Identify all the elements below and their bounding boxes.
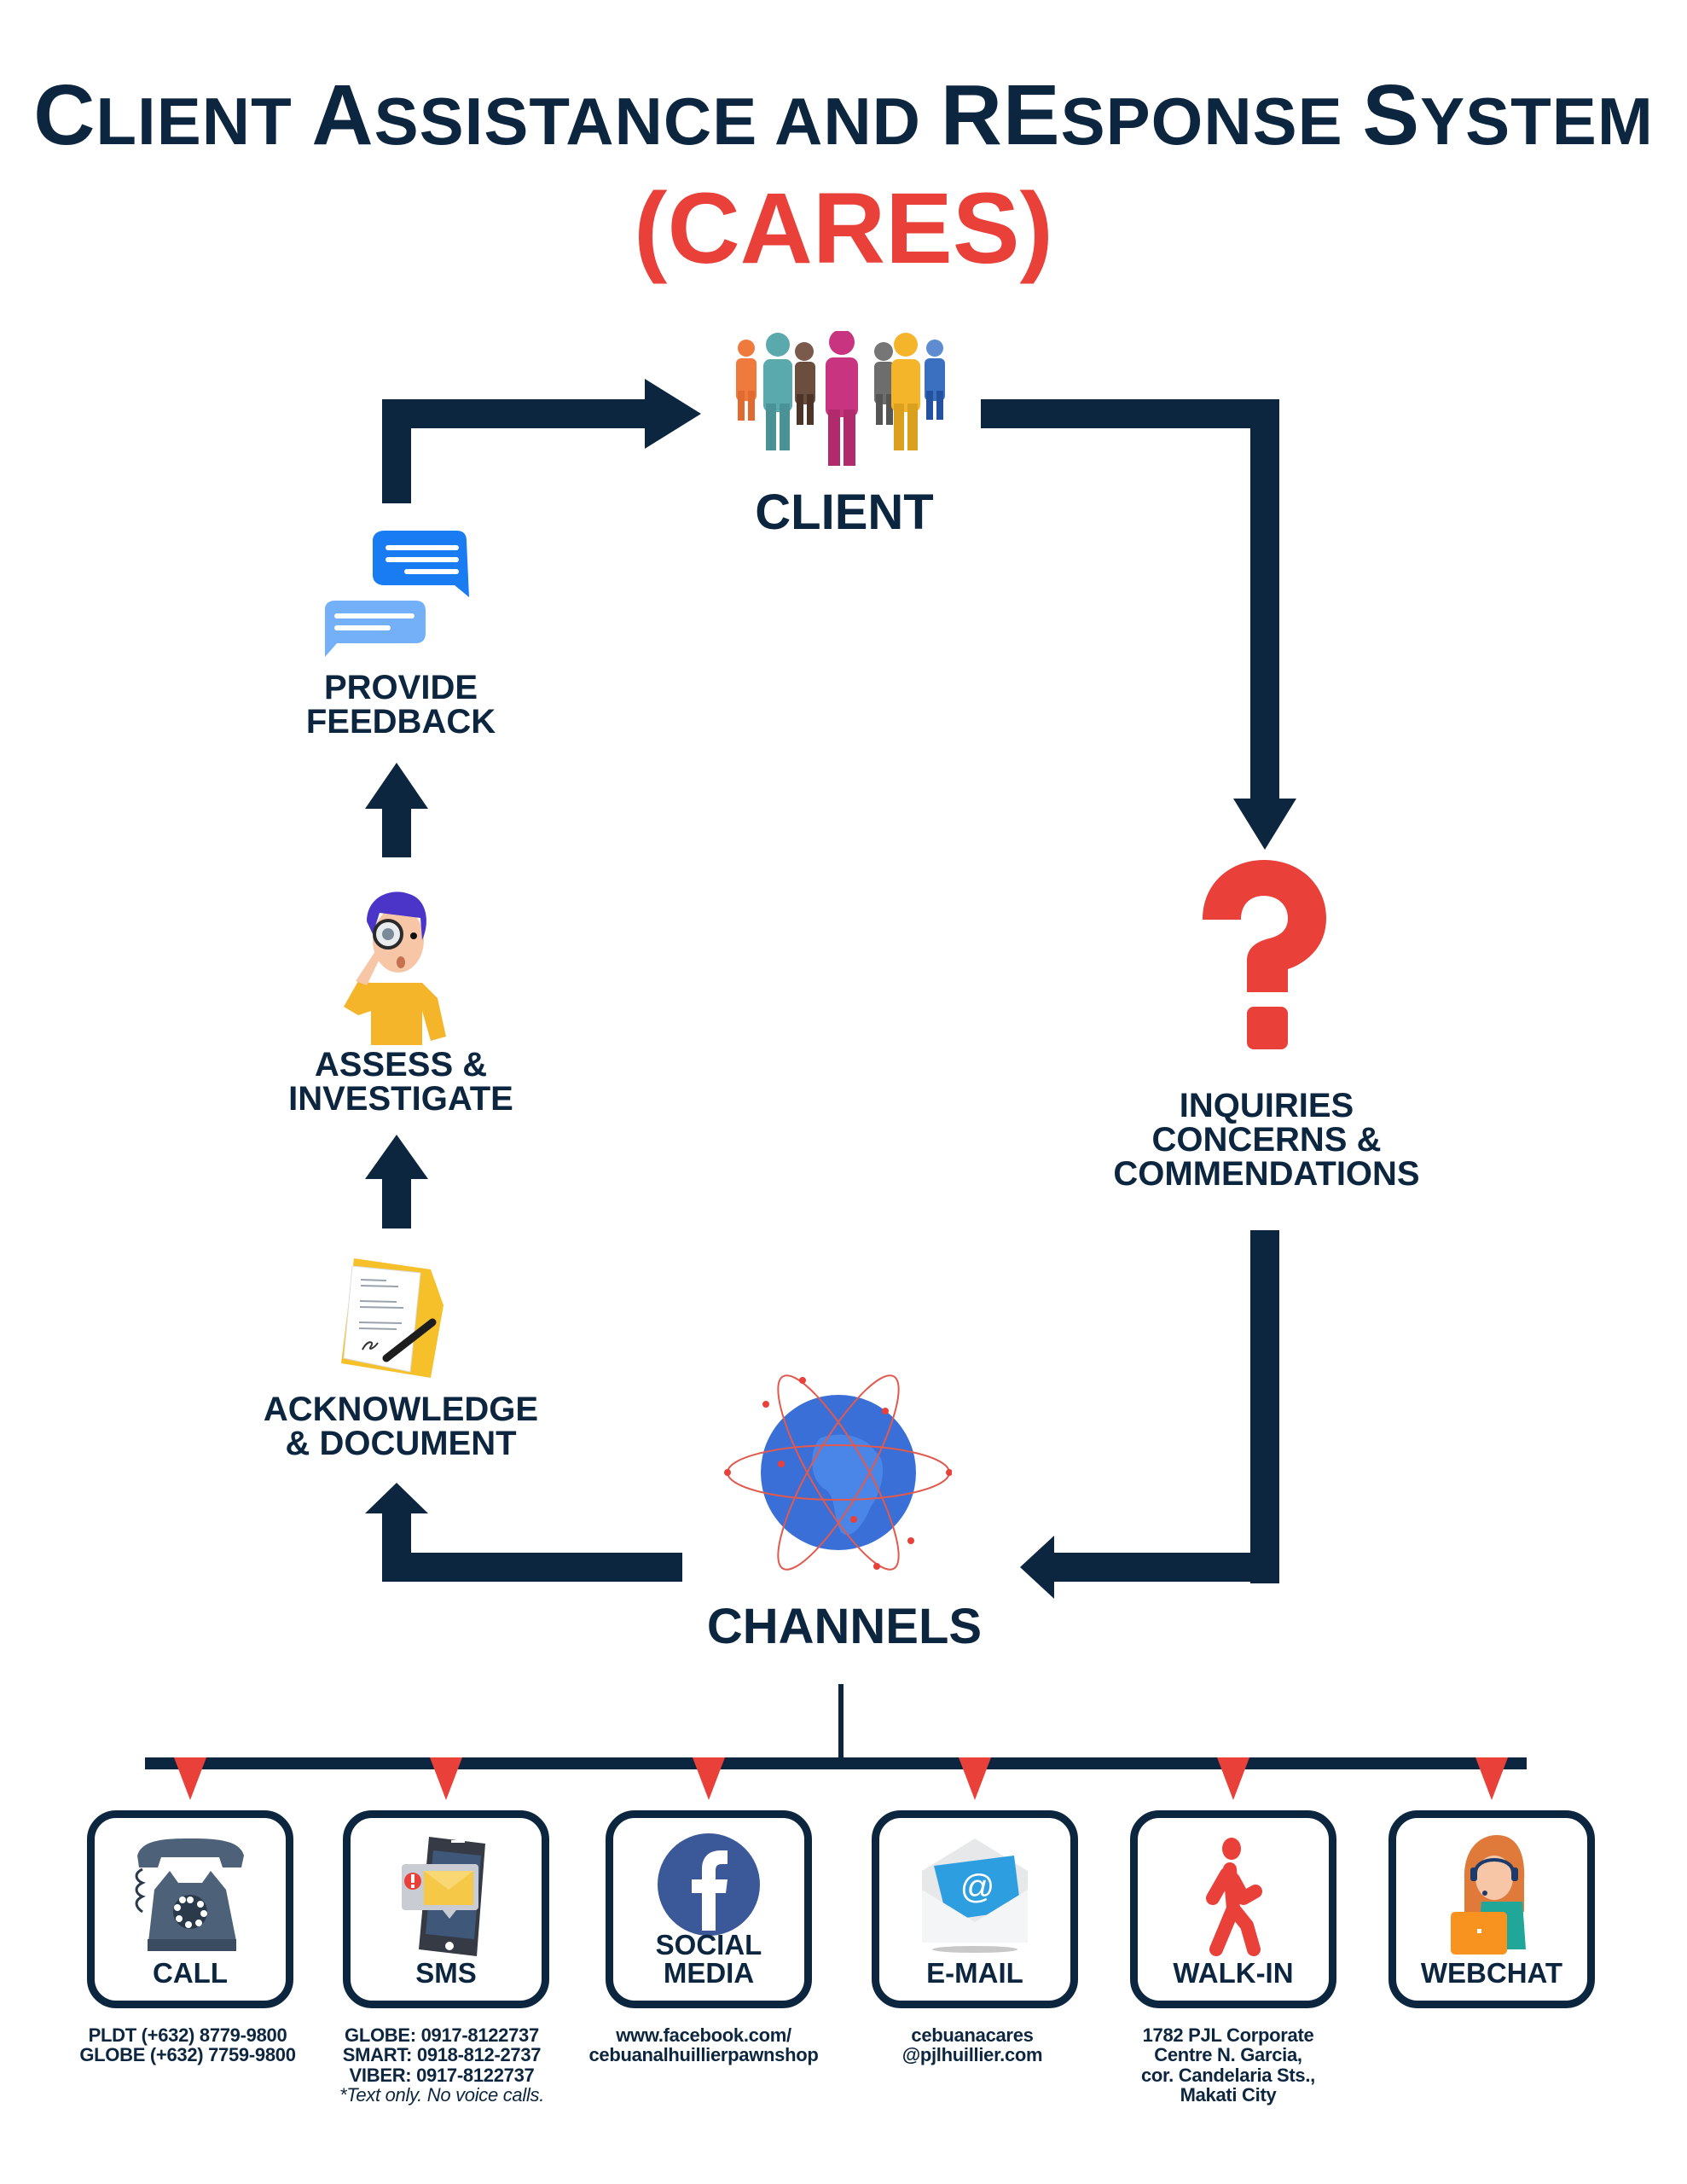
channel-pointer-triangle bbox=[430, 1757, 462, 1800]
arrow-inquiries-to-channels-horizontal bbox=[1051, 1553, 1279, 1582]
acknowledge-label: ACKNOWLEDGE & DOCUMENT bbox=[230, 1392, 571, 1461]
info-line: SMART: 0918-812-2737 bbox=[342, 2044, 542, 2066]
inquiries-label-line: INQUIRIES bbox=[1179, 1087, 1354, 1124]
inquiries-label: INQUIRIES CONCERNS & COMMENDATIONS bbox=[1075, 1089, 1458, 1191]
info-note: *Text only. No voice calls. bbox=[339, 2083, 545, 2106]
channel-card-walk-in[interactable]: WALK-IN bbox=[1130, 1810, 1336, 2008]
channel-label: E-MAIL bbox=[926, 1957, 1023, 1989]
channel-label: CALL bbox=[153, 1957, 228, 1989]
arrow-channels-to-acknowledge-vertical bbox=[382, 1510, 411, 1582]
email-link[interactable]: @pjlhuillier.com bbox=[901, 2044, 1043, 2066]
info-line: GLOBE: 0917-8122737 bbox=[345, 2024, 539, 2046]
channels-connector bbox=[145, 1684, 1527, 1800]
arrow-client-to-inquiries-vertical bbox=[1250, 399, 1279, 800]
chat-bubbles-icon bbox=[325, 531, 469, 657]
assess-label-line: INVESTIGATE bbox=[288, 1080, 513, 1118]
arrow-client-to-inquiries-head bbox=[1233, 799, 1296, 850]
channel-info-call: PLDT (+632) 8779-9800 GLOBE (+632) 7759-… bbox=[51, 2025, 324, 2065]
acknowledge-label-line: ACKNOWLEDGE bbox=[263, 1391, 539, 1428]
info-line: Makati City bbox=[1180, 2083, 1277, 2106]
title-word: CLIENT bbox=[33, 67, 312, 163]
channel-card-email[interactable]: @ E-MAIL bbox=[872, 1810, 1078, 2008]
inquiries-label-line: COMMENDATIONS bbox=[1113, 1155, 1420, 1193]
arrow-inquiries-to-channels-vertical bbox=[1250, 1230, 1279, 1583]
svg-text:@: @ bbox=[960, 1868, 995, 1906]
info-line: VIBER: 0917-8122737 bbox=[349, 2064, 535, 2086]
arrow-acknowledge-to-assess-shaft bbox=[382, 1177, 411, 1228]
channel-pointer-triangle bbox=[1217, 1757, 1249, 1800]
arrow-channels-to-acknowledge-horizontal bbox=[382, 1553, 682, 1582]
info-line: 1782 PJL Corporate bbox=[1142, 2024, 1314, 2046]
channel-pointer-triangle bbox=[693, 1757, 725, 1800]
page-title: CLIENT ASSISTANCE AND RESPONSE SYSTEM bbox=[0, 67, 1687, 165]
channels-label: CHANNELS bbox=[706, 1599, 983, 1654]
connector-bar bbox=[145, 1757, 1527, 1769]
channel-label: WALK-IN bbox=[1173, 1957, 1294, 1989]
info-line: Centre N. Garcia, bbox=[1154, 2044, 1302, 2066]
feedback-label-line: FEEDBACK bbox=[305, 703, 496, 741]
arrow-client-to-inquiries-horizontal bbox=[981, 399, 1279, 428]
magnifier-person-icon bbox=[344, 892, 446, 1045]
info-line: cor. Candelaria Sts., bbox=[1140, 2064, 1315, 2086]
smartphone-message-icon bbox=[351, 1830, 542, 1958]
channel-card-sms[interactable]: SMS bbox=[343, 1810, 549, 2008]
arrow-assess-to-feedback-head bbox=[365, 763, 428, 809]
walking-person-icon bbox=[1138, 1830, 1329, 1958]
people-group-icon bbox=[736, 331, 945, 466]
title-word: SYSTEM bbox=[1362, 67, 1654, 163]
assess-label-line: ASSESS & bbox=[314, 1046, 488, 1083]
channel-pointer-triangle bbox=[1475, 1757, 1508, 1800]
page-subtitle-acronym: (CARES) bbox=[634, 172, 1053, 285]
channel-card-call[interactable]: CALL bbox=[87, 1810, 293, 2008]
channel-label: WEBCHAT bbox=[1420, 1957, 1563, 1989]
arrow-channels-to-acknowledge-head bbox=[365, 1483, 428, 1513]
channel-info-social-media: www.facebook.com/ cebuanalhuillierpawnsh… bbox=[571, 2025, 836, 2065]
question-mark-icon bbox=[1203, 860, 1326, 1049]
info-line: GLOBE (+632) 7759-9800 bbox=[79, 2044, 296, 2066]
facebook-link[interactable]: cebuanalhuillierpawnshop bbox=[588, 2044, 819, 2066]
connector-stem bbox=[838, 1684, 844, 1761]
assess-label: ASSESS & INVESTIGATE bbox=[230, 1048, 571, 1116]
document-folder-icon bbox=[341, 1258, 443, 1378]
client-label: CLIENT bbox=[755, 485, 934, 540]
channel-info-email: cebuanacares @pjlhuillier.com bbox=[844, 2025, 1100, 2065]
channel-pointer-triangle bbox=[174, 1757, 206, 1800]
channel-card-webchat[interactable]: WEBCHAT bbox=[1388, 1810, 1595, 2008]
telephone-icon bbox=[95, 1830, 286, 1958]
globe-network-icon bbox=[724, 1374, 952, 1571]
arrow-inquiries-to-channels-head bbox=[1020, 1536, 1054, 1599]
title-word: ASSISTANCE AND bbox=[311, 67, 941, 163]
facebook-link[interactable]: www.facebook.com/ bbox=[616, 2024, 791, 2046]
acknowledge-label-line: & DOCUMENT bbox=[285, 1425, 517, 1462]
arrow-assess-to-feedback-shaft bbox=[382, 806, 411, 857]
inquiries-label-line: CONCERNS & bbox=[1151, 1121, 1382, 1159]
support-agent-icon bbox=[1396, 1830, 1587, 1958]
channel-label: SMS bbox=[415, 1957, 477, 1989]
title-word: RESPONSE bbox=[940, 67, 1363, 163]
arrow-feedback-to-client-horizontal bbox=[382, 399, 646, 428]
channel-info-sms: GLOBE: 0917-8122737 SMART: 0918-812-2737… bbox=[314, 2025, 570, 2105]
email-envelope-icon: @ bbox=[879, 1830, 1070, 1958]
facebook-icon bbox=[613, 1830, 804, 1958]
info-line: PLDT (+632) 8779-9800 bbox=[88, 2024, 287, 2046]
arrow-feedback-to-client-head bbox=[645, 379, 701, 449]
feedback-label-line: PROVIDE bbox=[323, 669, 478, 706]
arrow-acknowledge-to-assess-head bbox=[365, 1135, 428, 1179]
feedback-label: PROVIDE FEEDBACK bbox=[222, 671, 580, 739]
channel-info-walk-in: 1782 PJL Corporate Centre N. Garcia, cor… bbox=[1100, 2024, 1356, 2106]
email-link[interactable]: cebuanacares bbox=[911, 2024, 1034, 2046]
channel-pointer-triangle bbox=[959, 1757, 991, 1800]
